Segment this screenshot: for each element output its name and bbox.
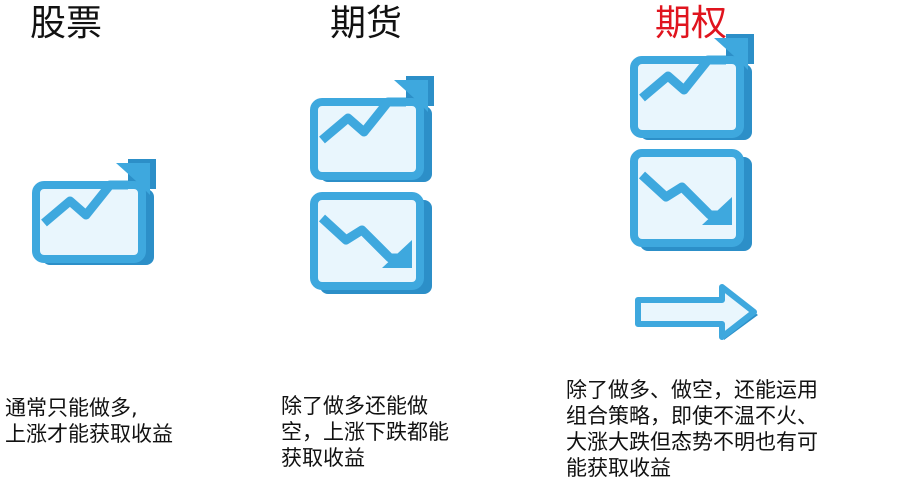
stock-desc-line-1: 通常只能做多, [5,396,138,420]
futures-desc-line-3: 获取收益 [281,446,365,470]
futures-title: 期货 [330,3,403,44]
futures-description: 除了做多还能做 空，上涨下跌都能 获取收益 [281,393,449,471]
chart-up-icon [630,30,758,142]
futures-desc-line-1: 除了做多还能做 [281,394,428,418]
chart-up-icon [32,155,160,267]
options-description: 除了做多、做空，还能运用 组合策略，即使不温不火、 大涨大跌但态势不明也有可 能… [566,377,818,481]
arrow-right-icon [634,282,764,342]
stock-title: 股票 [30,3,103,44]
stock-desc-line-2: 上涨才能获取收益 [5,422,173,446]
chart-up-icon [310,72,438,184]
chart-down-icon [630,145,758,257]
options-title: 期权 [655,3,728,44]
options-desc-line-4: 能获取收益 [566,456,671,480]
options-desc-line-1: 除了做多、做空，还能运用 [566,378,818,402]
options-desc-line-3: 大涨大跌但态势不明也有可 [566,430,818,454]
options-desc-line-2: 组合策略，即使不温不火、 [566,404,818,428]
chart-down-icon [310,188,438,300]
futures-desc-line-2: 空，上涨下跌都能 [281,420,449,444]
stock-description: 通常只能做多, 上涨才能获取收益 [5,395,173,447]
